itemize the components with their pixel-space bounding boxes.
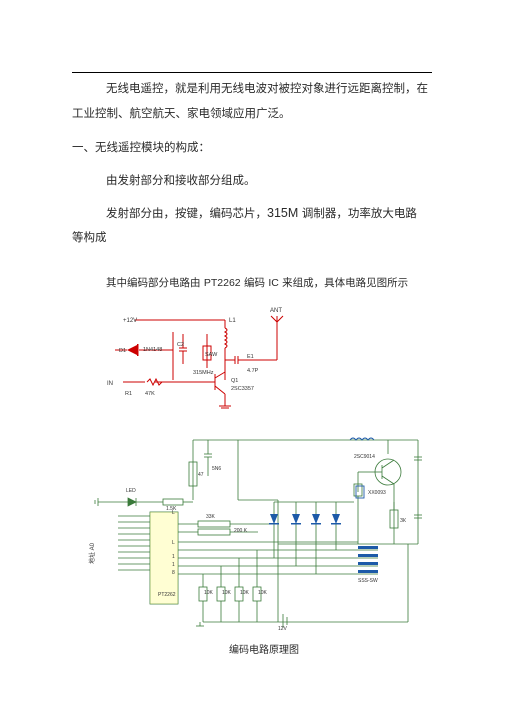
bottom-resistor-2-label: 10K <box>222 590 232 596</box>
paragraph-3-line-1: 发射部分由，按键，编码芯片，315M 调制器，功率放大电路 <box>106 206 417 220</box>
inductor-label: L1 <box>229 318 236 324</box>
transistor-part-label: 2SC3357 <box>231 386 254 392</box>
resistor-label: R1 <box>125 391 132 397</box>
header-rule <box>72 72 432 73</box>
address-side-label: 地址 A0 <box>88 542 96 564</box>
freq-label: 315MHz <box>193 370 214 376</box>
mid-resistor-1-label: 33K <box>206 514 216 520</box>
transistor2-label: 2SC9014 <box>354 454 375 460</box>
encoder-circuit-diagram: L L 1 1 8 PT2262 LED 1.5K 47 5N6 2SC9014… <box>88 437 422 632</box>
switch-label: SSS-SW <box>358 578 378 584</box>
pin-hint-3: 1 <box>172 554 175 560</box>
bottom-resistor-4-label: 10K <box>258 590 268 596</box>
pin-hint-2: L <box>172 540 175 546</box>
battery-label: 12V <box>278 626 288 632</box>
paragraph-2: 由发射部分和接收部分组成。 <box>106 173 256 187</box>
input-label: IN <box>107 381 113 387</box>
vcc-label: +12V <box>123 318 137 324</box>
ic-label: PT2262 <box>158 592 176 598</box>
bottom-resistor-1-label: 10K <box>204 590 214 596</box>
crystal-label: XX0093 <box>368 490 386 496</box>
resistor-value: 47K <box>145 391 155 397</box>
transistor-label: Q1 <box>231 378 238 384</box>
diode-label: D1 <box>119 348 126 354</box>
cap-e1-value: 4.7P <box>247 368 259 374</box>
pin-hint-4: 1 <box>172 562 175 568</box>
led-label: LED <box>126 488 136 494</box>
figure-caption: 编码电路原理图 <box>229 645 299 656</box>
section-heading: 一、无线遥控模块的构成： <box>72 140 210 154</box>
mid-resistor-2-label: 200 K <box>234 528 248 534</box>
saw-label: SAW <box>205 352 218 358</box>
top-resistor-label: 47 <box>198 472 204 478</box>
pin-hint-5: 8 <box>172 570 175 576</box>
paragraph-4: 其中编码部分电路由 PT2262 编码 IC 来组成，具体电路见图所示 <box>106 277 409 289</box>
antenna-label: ANT <box>270 308 282 314</box>
paragraph-3-line-2: 等构成 <box>72 230 107 244</box>
top-cap-label: 5N6 <box>212 466 221 472</box>
right-resistor-label: ЗК <box>400 518 406 524</box>
cap-c2-label: C2 <box>177 342 184 348</box>
pin-hint-1: L <box>172 510 175 516</box>
paragraph-1-line-2: 工业控制、航空航天、家电领域应用广泛。 <box>72 106 291 120</box>
bottom-resistor-3-label: 10K <box>240 590 250 596</box>
diode-part-label: 1N4148 <box>143 347 162 353</box>
led-resistor-label: 1.5K <box>166 506 177 512</box>
transmitter-circuit-diagram: +12V ANT L1 D1 1N4148 C2 SAW 315MHz E1 4… <box>107 308 284 409</box>
paragraph-1-line-1: 无线电遥控，就是利用无线电波对被控对象进行远距离控制，在 <box>106 81 428 95</box>
cap-e1-label: E1 <box>247 354 254 360</box>
